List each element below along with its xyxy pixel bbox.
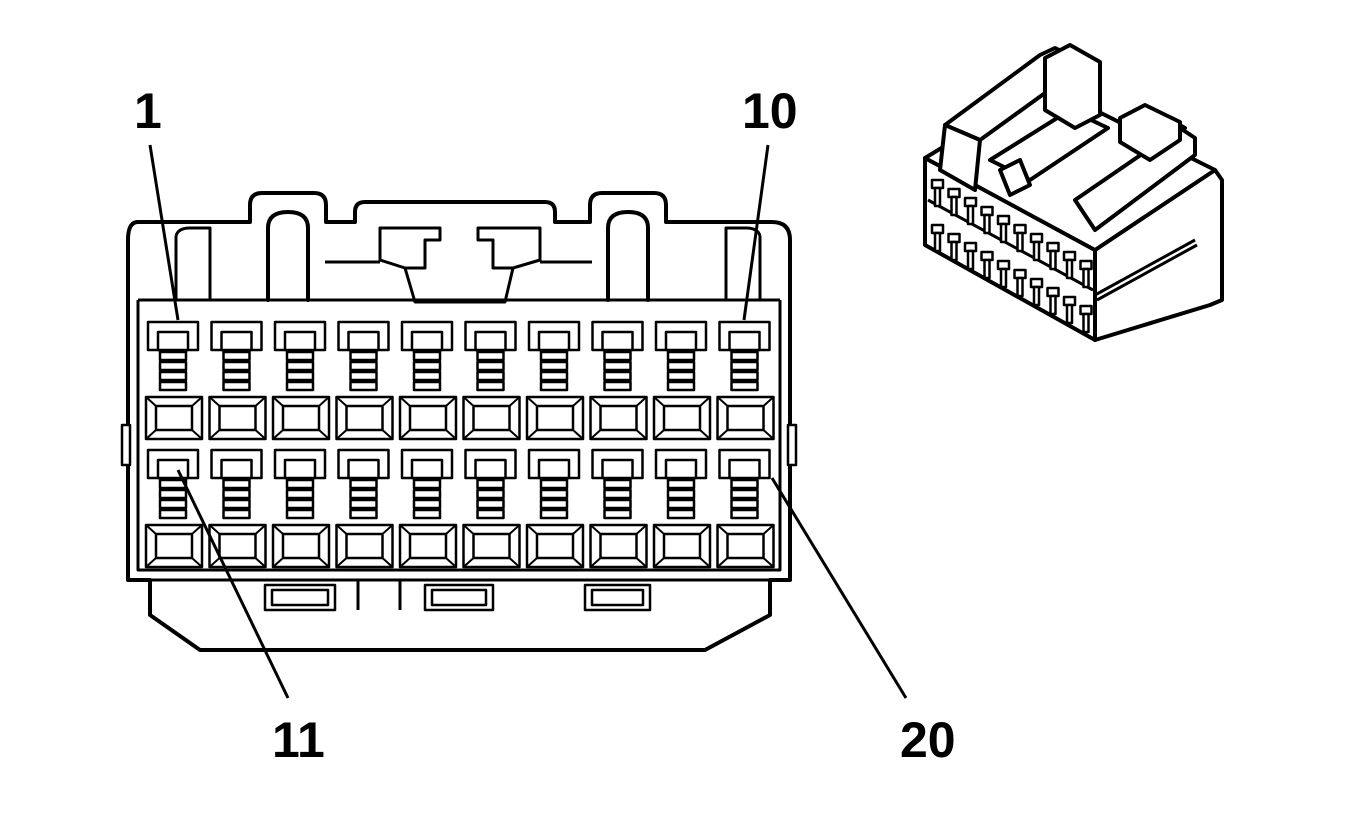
- iso-cavity-10: [1079, 259, 1093, 289]
- iso-cavity-6: [1013, 223, 1027, 253]
- cavity-10: [716, 320, 775, 441]
- iso-cavity-7: [1029, 232, 1044, 262]
- cavity-18: [589, 448, 648, 569]
- cavity-14: [335, 448, 394, 569]
- cavity-20: [716, 448, 775, 569]
- pin-label-11: 11: [272, 712, 325, 768]
- iso-cavity-14: [980, 250, 994, 280]
- pin-label-1: 1: [134, 83, 162, 139]
- cavity-3: [271, 320, 331, 441]
- cavity-17: [525, 448, 585, 569]
- iso-cavity-15: [996, 259, 1011, 289]
- cavity-5: [398, 320, 458, 441]
- connector-front-view: [120, 191, 798, 652]
- cavity-15: [398, 448, 458, 569]
- iso-cavity-3: [963, 196, 978, 226]
- leader-line-pin-11: [176, 469, 290, 699]
- iso-cavity-13: [963, 241, 978, 271]
- cavity-2: [208, 320, 267, 441]
- iso-cavity-12: [947, 232, 961, 262]
- iso-cavity-2: [947, 187, 961, 217]
- cavity-19: [652, 448, 712, 569]
- iso-cavity-20: [1079, 304, 1093, 334]
- iso-cavity-19: [1062, 295, 1077, 325]
- cavity-11: [144, 448, 204, 569]
- iso-cavity-8: [1046, 241, 1060, 271]
- cavity-8: [589, 320, 648, 441]
- leader-line-pin-10: [742, 144, 770, 321]
- cavity-4: [335, 320, 394, 441]
- cavity-12: [208, 448, 267, 569]
- leader-line-pin-20: [770, 477, 908, 699]
- leader-lines: [148, 144, 908, 699]
- cavity-13: [271, 448, 331, 569]
- connector-isometric-view: [923, 43, 1224, 342]
- iso-cavity-1: [930, 178, 945, 208]
- cavity-6: [462, 320, 521, 441]
- iso-cavity-5: [996, 214, 1011, 244]
- cavity-9: [652, 320, 712, 441]
- iso-cavity-17: [1029, 277, 1044, 307]
- pin-label-20: 20: [900, 712, 956, 768]
- pin-label-10: 10: [742, 83, 798, 139]
- iso-cavity-4: [980, 205, 994, 235]
- iso-cavity-9: [1062, 250, 1077, 280]
- iso-cavity-16: [1013, 268, 1027, 298]
- iso-cavity-11: [930, 223, 945, 253]
- cavity-16: [462, 448, 521, 569]
- leader-line-pin-1: [148, 144, 180, 321]
- iso-cavity-18: [1046, 286, 1060, 316]
- cavity-7: [525, 320, 585, 441]
- cavity-1: [144, 320, 204, 441]
